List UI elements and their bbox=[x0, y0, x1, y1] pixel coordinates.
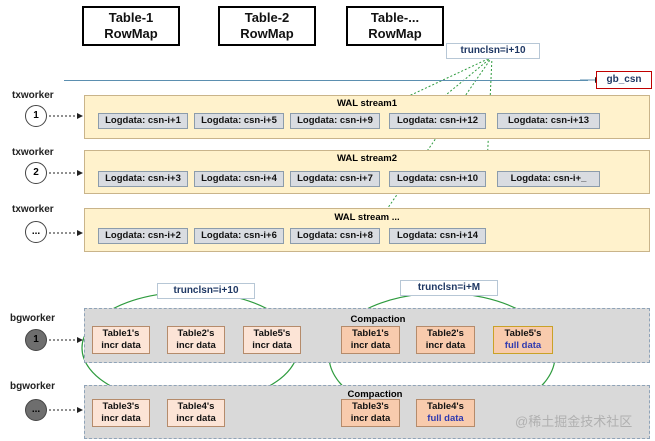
compaction-full-cell: Table4's full data bbox=[416, 399, 475, 427]
bgworker-2-circle: ... bbox=[25, 399, 47, 421]
logdata-cell: Logdata: csn-i+4 bbox=[194, 171, 284, 187]
bgworker-2-panel: Compaction Table3's incr data Table4's i… bbox=[84, 385, 650, 439]
rowmap-title: Table-1 bbox=[108, 10, 154, 25]
table-incr-cell: Table1's incr data bbox=[92, 326, 150, 354]
data-kind: incr data bbox=[176, 413, 216, 424]
wal-stream-2-panel: WAL stream2 Logdata: csn-i+3 Logdata: cs… bbox=[84, 150, 650, 194]
bgworker-2-label: bgworker bbox=[10, 381, 56, 392]
bg-trunclsn-left-label: trunclsn=i+10 bbox=[157, 283, 255, 299]
bgworker-1-panel: Compaction Table1's incr data Table2's i… bbox=[84, 308, 650, 363]
csn-timeline bbox=[64, 80, 588, 81]
wal-stream-3-panel: WAL stream ... Logdata: csn-i+2 Logdata:… bbox=[84, 208, 650, 252]
table-name: Table3's bbox=[102, 401, 140, 412]
logdata-cell: Logdata: csn-i+10 bbox=[389, 171, 486, 187]
txworker-2-circle: 2 bbox=[25, 162, 47, 184]
table-name: Table1's bbox=[352, 328, 389, 339]
rowmap-table-more: Table-... RowMap bbox=[346, 6, 444, 46]
gb-csn-label: gb_csn bbox=[596, 71, 652, 89]
top-trunclsn-label: trunclsn=i+10 bbox=[446, 43, 540, 59]
rowmap-subtitle: RowMap bbox=[240, 26, 294, 41]
rowmap-subtitle: RowMap bbox=[104, 26, 158, 41]
table-incr-cell: Table3's incr data bbox=[92, 399, 150, 427]
wal-stream-2-title: WAL stream2 bbox=[336, 153, 397, 164]
wal-stream-1-title: WAL stream1 bbox=[336, 98, 397, 109]
table-name: Table5's bbox=[253, 328, 291, 339]
logdata-cell: Logdata: csn-i+9 bbox=[290, 113, 380, 129]
data-kind: incr data bbox=[350, 340, 391, 351]
logdata-cell: Logdata: csn-i+3 bbox=[98, 171, 188, 187]
data-kind: full data bbox=[504, 340, 542, 351]
rowmap-title: Table-2 bbox=[244, 10, 290, 25]
compaction-full-cell: Table5's full data bbox=[493, 326, 553, 354]
logdata-cell: Logdata: csn-i+5 bbox=[194, 113, 284, 129]
data-kind: incr data bbox=[101, 413, 141, 424]
trunc-arrow-4 bbox=[373, 56, 493, 229]
data-kind: incr data bbox=[176, 340, 216, 351]
txworker-3-circle: ... bbox=[25, 221, 47, 243]
logdata-cell: Logdata: csn-i+2 bbox=[98, 228, 188, 244]
logdata-cell: Logdata: csn-i+12 bbox=[389, 113, 486, 129]
data-kind: full data bbox=[427, 413, 464, 424]
data-kind: incr data bbox=[101, 340, 141, 351]
wal-stream-1-panel: WAL stream1 Logdata: csn-i+1 Logdata: cs… bbox=[84, 95, 650, 139]
compaction-cell: Table2's incr data bbox=[416, 326, 475, 354]
logdata-cell: Logdata: csn-i+1 bbox=[98, 113, 188, 129]
table-name: Table4's bbox=[177, 401, 215, 412]
logdata-cell: Logdata: csn-i+_ bbox=[497, 171, 600, 187]
table-name: Table3's bbox=[352, 401, 389, 412]
trunc-arrow-2 bbox=[429, 56, 493, 109]
rowmap-subtitle: RowMap bbox=[368, 26, 422, 41]
bgworker-1-circle: 1 bbox=[25, 329, 47, 351]
rowmap-table-1: Table-1 RowMap bbox=[82, 6, 180, 46]
table-name: Table2's bbox=[427, 328, 464, 339]
bg-trunclsn-right-label: trunclsn=i+M bbox=[400, 280, 498, 296]
compaction-cell: Table3's incr data bbox=[341, 399, 400, 427]
compaction-title: Compaction bbox=[347, 389, 403, 400]
logdata-cell: Logdata: csn-i+6 bbox=[194, 228, 284, 244]
rowmap-table-2: Table-2 RowMap bbox=[218, 6, 316, 46]
logdata-cell: Logdata: csn-i+13 bbox=[497, 113, 600, 129]
logdata-cell: Logdata: csn-i+8 bbox=[290, 228, 380, 244]
logdata-cell: Logdata: csn-i+14 bbox=[389, 228, 486, 244]
logdata-cell: Logdata: csn-i+7 bbox=[290, 171, 380, 187]
compaction-cell: Table1's incr data bbox=[341, 326, 400, 354]
wal-stream-3-title: WAL stream ... bbox=[334, 212, 400, 223]
watermark-text: @稀土掘金技术社区 bbox=[515, 414, 633, 429]
txworker-3-label: txworker bbox=[12, 204, 54, 215]
txworker-1-circle: 1 bbox=[25, 105, 47, 127]
data-kind: incr data bbox=[350, 413, 391, 424]
table-incr-cell: Table5's incr data bbox=[243, 326, 301, 354]
table-incr-cell: Table4's incr data bbox=[167, 399, 225, 427]
data-kind: incr data bbox=[252, 340, 292, 351]
table-name: Table5's bbox=[504, 328, 542, 339]
rowmap-title: Table-... bbox=[370, 10, 420, 25]
table-name: Table1's bbox=[102, 328, 140, 339]
data-kind: incr data bbox=[425, 340, 466, 351]
txworker-2-label: txworker bbox=[12, 147, 54, 158]
bgworker-1-label: bgworker bbox=[10, 313, 56, 324]
txworker-1-label: txworker bbox=[12, 90, 54, 101]
table-name: Table4's bbox=[427, 401, 464, 412]
table-name: Table2's bbox=[177, 328, 215, 339]
compaction-title: Compaction bbox=[350, 314, 406, 325]
table-incr-cell: Table2's incr data bbox=[167, 326, 225, 354]
